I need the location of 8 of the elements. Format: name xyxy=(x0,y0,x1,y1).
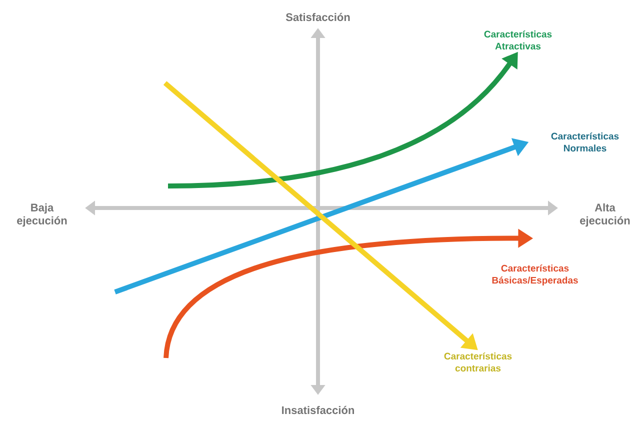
axis-label: Baja ejecución xyxy=(17,203,67,227)
curve-label: Características Normales xyxy=(551,132,619,152)
axis-label: Alta ejecución xyxy=(580,203,630,227)
axis-label: Satisfacción xyxy=(286,12,350,22)
curve-label: Características Básicas/Esperadas xyxy=(492,264,578,286)
curve-label: Características Atractivas xyxy=(484,30,552,50)
curve-label: Características contrarias xyxy=(444,352,512,372)
axis-label: Insatisfacción xyxy=(282,406,354,414)
